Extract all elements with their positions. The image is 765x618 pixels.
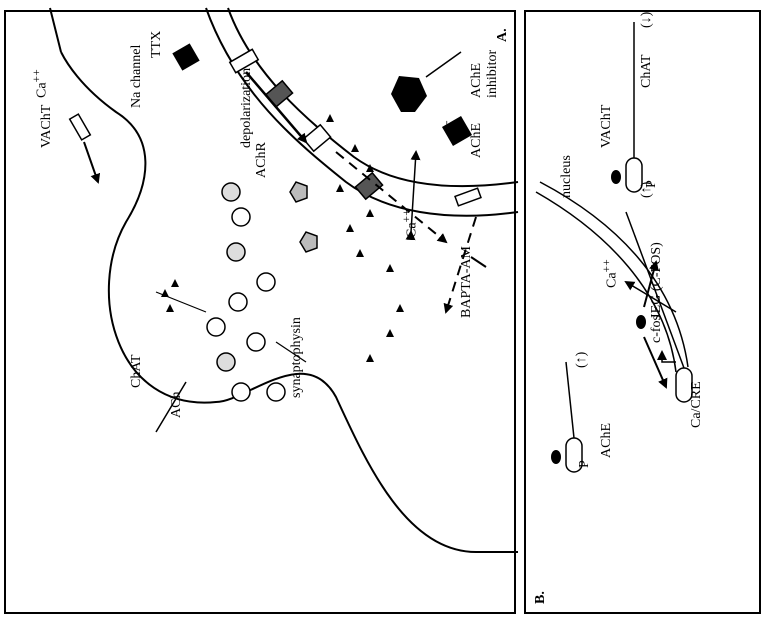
vesicle (228, 292, 248, 312)
vesicle (226, 242, 246, 262)
label-bapta: BAPTA-AM (459, 246, 474, 318)
label-vacht-a: VAChT (39, 104, 54, 148)
label-ache-a: AChE (469, 123, 484, 158)
label-ttx: TTX (149, 30, 164, 58)
nucleus-membrane-inner (539, 181, 689, 368)
label-ach: ACh (169, 391, 184, 418)
label-chat-b: ChAT (639, 54, 654, 88)
label-ache-inhibitor-2: inhibitor (485, 49, 500, 98)
vesicle (231, 382, 251, 402)
label-chat-a: ChAT (129, 354, 144, 388)
cfos-blob-icon (636, 315, 646, 329)
label-ache-b: AChE (599, 423, 614, 458)
label-ca-b: Ca++ (600, 259, 620, 288)
label-ca-bottom: Ca++ (400, 209, 420, 238)
release-sites (289, 181, 318, 253)
receptor (302, 123, 332, 153)
label-synaptophysin: synaptophysin (289, 317, 304, 398)
ache-gene-line (565, 361, 575, 439)
chat-arrow (155, 381, 187, 433)
label-p-right: P (644, 180, 659, 188)
label-nucleus: nucleus (559, 155, 574, 198)
nucleus-membrane-outer (535, 191, 677, 373)
label-ache-inhibitor-1: AChE (469, 63, 484, 98)
ache-enzyme-icon-2 (172, 43, 200, 71)
synaptophysin-pointer (275, 341, 307, 363)
achr-double-arrow (405, 150, 421, 241)
ca-entry-arrow (624, 280, 677, 313)
label-p-left: P (577, 460, 592, 468)
ache-enzyme-icon (441, 115, 473, 147)
achr-receptors (264, 79, 384, 201)
panel-a: A. (4, 7, 519, 614)
vesicle (216, 352, 236, 372)
ieg-line (625, 211, 685, 369)
ache-factor-icon (551, 450, 561, 464)
vesicles (206, 182, 286, 402)
label-ca-top: Ca++ (30, 69, 50, 98)
vesicle (256, 272, 276, 292)
na-channel-icon (228, 48, 260, 74)
vacht-factor-icon (611, 170, 621, 184)
panel-b-drawing (535, 22, 693, 473)
label-ache-b-arrow: (↑) (574, 351, 589, 368)
ache-inhibitor-pointer (425, 51, 462, 78)
label-vacht-b: VAChT (599, 104, 614, 148)
panel-a-drawing (49, 7, 519, 553)
vesicle (266, 382, 286, 402)
label-cfos: c-fos (649, 315, 664, 343)
ca-channel-bottom-icon (454, 187, 482, 207)
label-chat-b-arrow: (↓) (639, 11, 654, 28)
label-depolarization: depolarization (239, 67, 254, 148)
bapta-block (470, 256, 487, 268)
panel-b: B. (524, 10, 761, 614)
vesicle (231, 207, 251, 227)
ach-molecules (161, 114, 404, 362)
cfos-arrow-left (643, 336, 668, 389)
figure-upright: A. B. VAChT Na channel (0, 6, 765, 618)
label-achr: AChR (254, 142, 269, 178)
vesicle (246, 332, 266, 352)
cfos-arrow-right (643, 260, 659, 308)
ca-influx-arrow (83, 141, 101, 184)
label-ieg: IEG (C-FOS) (649, 242, 664, 318)
postsynaptic-membrane-outer (205, 7, 519, 217)
dashed-arrow-1 (335, 151, 448, 244)
ache-inhibitor-icon (391, 76, 427, 112)
vacht-pointer (155, 291, 207, 313)
depolarization-arrow (245, 71, 308, 144)
label-na-channel: Na channel (129, 44, 144, 108)
ca-channel-top-icon (68, 113, 92, 141)
label-ca-cre: Ca/CRE (689, 381, 704, 428)
receptor (354, 171, 384, 201)
vesicle (206, 317, 226, 337)
vesicle (221, 182, 241, 202)
panel-b-title: B. (533, 591, 548, 604)
panel-a-title: A. (495, 28, 510, 42)
receptor (264, 79, 294, 109)
ieg-start-arrow (657, 350, 676, 363)
presynaptic-terminal (60, 51, 518, 553)
label-ache-minus: – (439, 121, 454, 128)
